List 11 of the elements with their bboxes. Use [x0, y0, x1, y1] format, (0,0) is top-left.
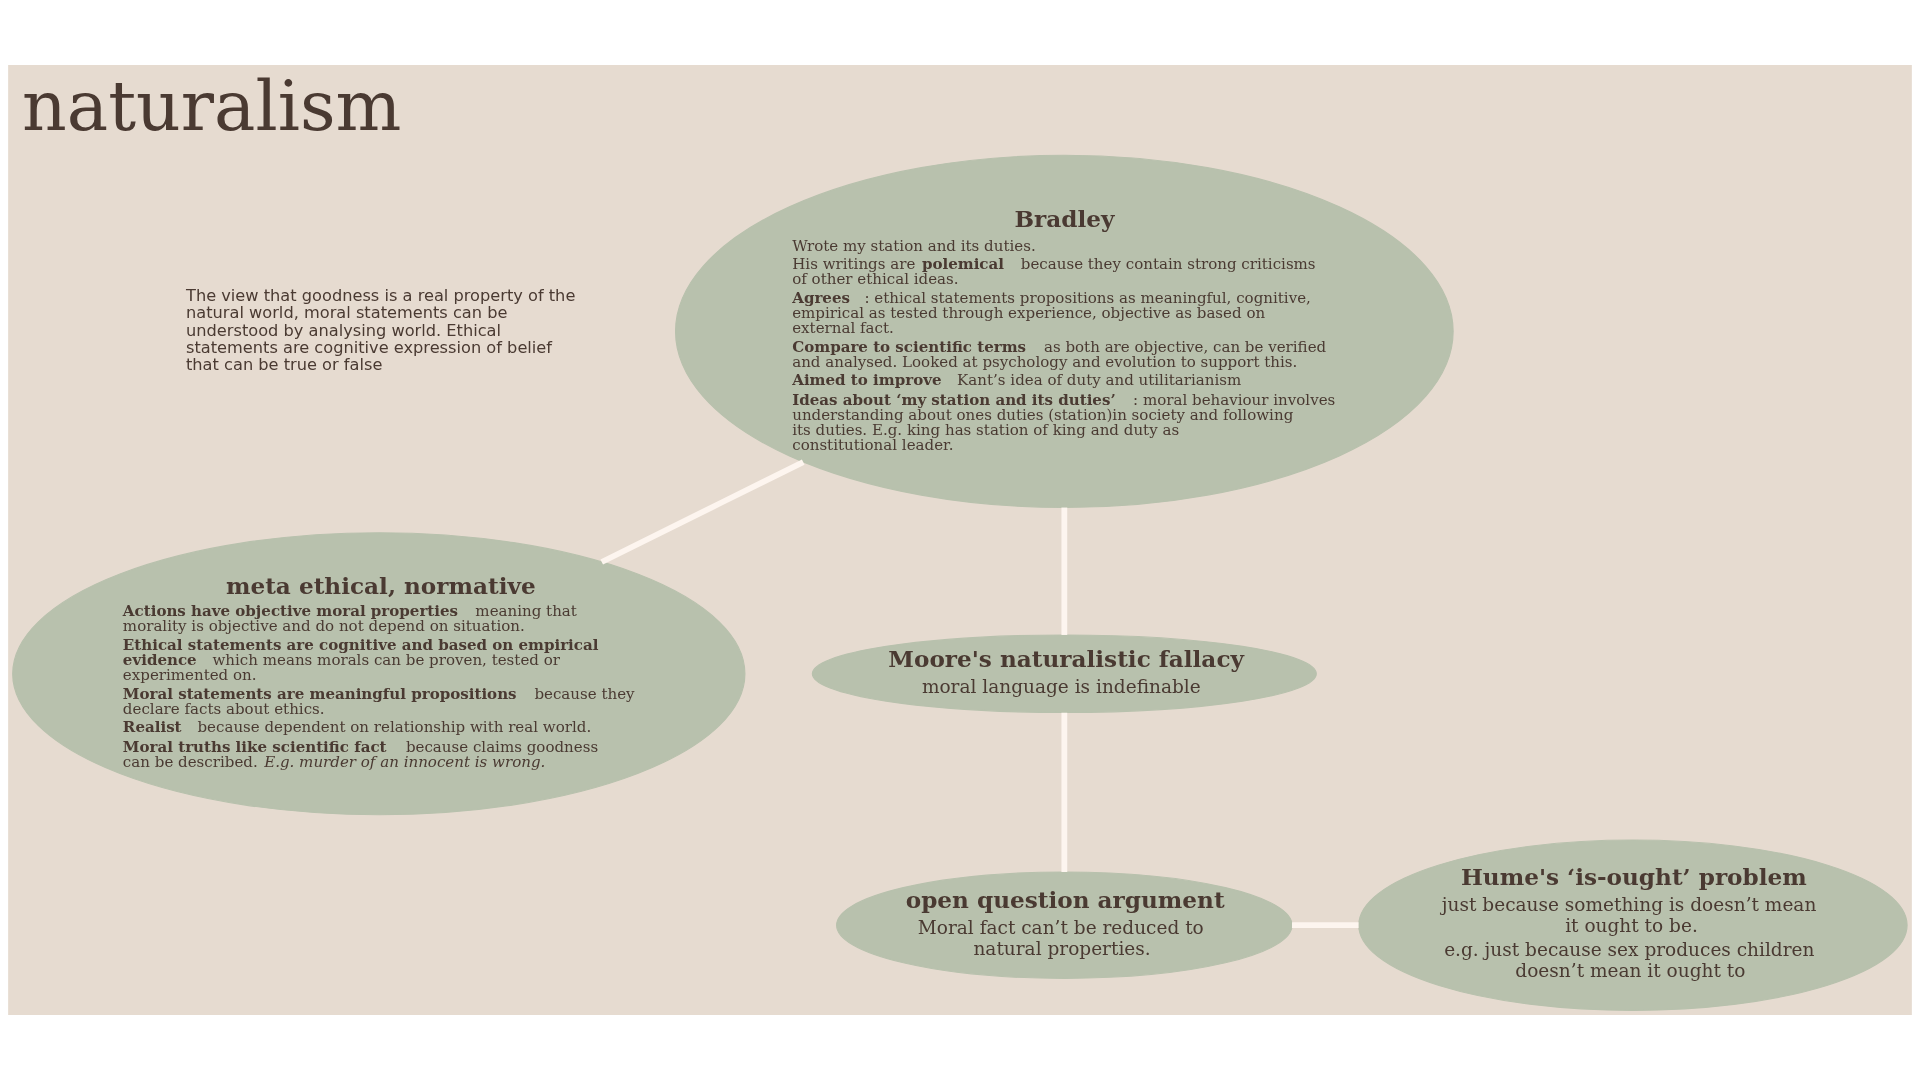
connector	[600, 459, 805, 565]
connector	[1061, 712, 1068, 872]
connector	[1061, 507, 1068, 635]
diagram-title: naturalism	[22, 65, 402, 146]
node-ellipse: Moore's naturalistic fallacy moral language is indefinable	[811, 634, 1317, 714]
node-ellipse: Hume's ‘is-ought’ problem just because something is doesn’t mean it ought to be. e.g. just because sex produces children doesn’t mean it ought to	[1358, 839, 1908, 1011]
node-ellipse: Bradley Wrote my station and its duties. His writings are polemical because they contain strong criticisms of other ethical ideas. Agrees: ethical statements propositions as meaningful, cognitive, empirical as tested through experience, objective as based on external fact. Compare to scientific terms as both are objective, can be verified and analysed. Looked at psychology and evolution to support this. Aimed to improve Kant’s idea of duty and utilitarianism Ideas about ‘my station and its duties’ : moral behaviour involves understanding about ones duties (station)in society and following its duties. E.g. king has station of king and duty as constitutional leader.	[674, 154, 1454, 509]
label: The view that goodness is a real property of the natural world, moral statements can be understood by analysing world. Ethical statements are cognitive expression of belief that can be true or false	[185, 285, 576, 375]
node-ellipse: meta ethical, normative Actions have objective moral properties meaning that morality is objective and do not depend on situation. Ethical statements are cognitive and based on empirical evidence which means morals can be proven, tested or experimented on. Moral statements are meaningful propositions because they declare facts about ethics. Realist because dependent on relationship with real world. Moral truths like scientific fact because claims goodness can be described. E.g. murder of an innocent is wrong.	[12, 532, 746, 816]
connector	[1292, 922, 1359, 929]
node-ellipse: open question argument Moral fact can’t be reduced to natural properties.	[836, 871, 1293, 979]
